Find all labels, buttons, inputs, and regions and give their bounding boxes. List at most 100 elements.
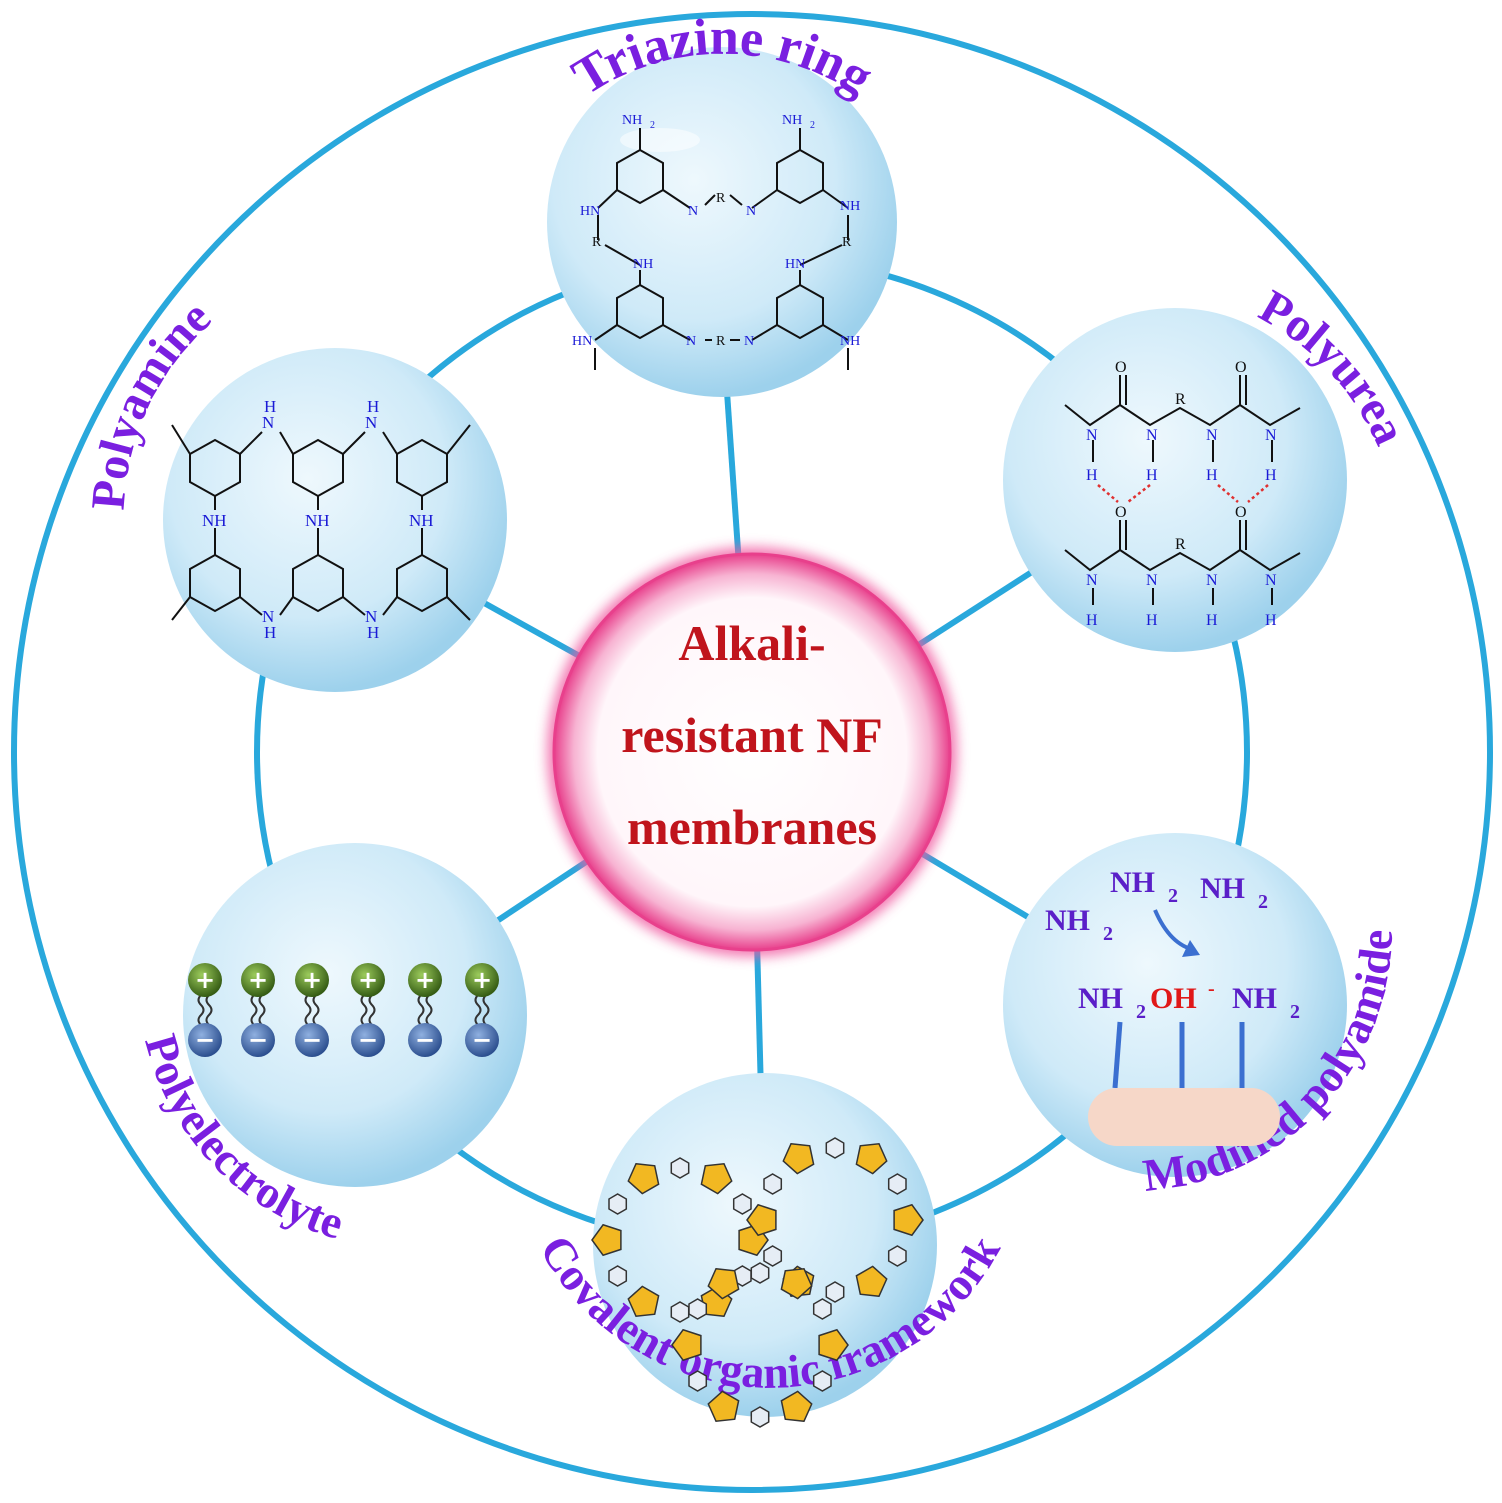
cof-linker [670,1157,690,1179]
triazine-r: R [592,235,602,250]
modified-polyamide-structure: NH 2 NH 2 NH 2 NH 2 NH 2 OH - [1045,866,1300,1146]
polyamine-h: H [367,397,379,416]
center-title-line1: Alkali- [678,615,825,671]
mod-nh2-bottom-left: NH [1078,982,1123,1015]
minus-sign: − [415,1026,435,1054]
polyamine-h: H [264,397,276,416]
cof-node [780,1390,813,1423]
bubble-polyurea [1003,308,1347,652]
cof-structure [591,1137,924,1428]
triazine-nh: NH [840,334,860,349]
polyamine-h: H [367,623,379,642]
mod-oh-charge: - [1208,978,1215,1000]
polyurea-structure: N N N N H H H H N N N N H H H H O O R O … [1064,359,1301,629]
cof-node [855,1265,888,1298]
triazine-hn: HN [572,334,592,349]
cof-linker [763,1173,783,1195]
cof-node [671,1328,702,1362]
mod-nh2-top: NH [1110,866,1155,899]
cof-linker [887,1245,907,1267]
cof-linker [750,1406,770,1428]
triazine-n: N [686,334,696,349]
plus-sign: + [358,966,378,994]
minus-sign: − [472,1026,492,1054]
plus-sign: + [248,966,268,994]
cof-linker [608,1265,628,1287]
sub: 2 [1168,885,1178,907]
anion-sphere [241,1023,275,1057]
cof-node [707,1390,740,1423]
polyurea-h: H [1265,612,1277,629]
polyurea-n: N [1265,427,1277,444]
cof-linker [688,1370,708,1392]
cof-linker [688,1298,708,1320]
anion-sphere [465,1023,499,1057]
polyurea-n: N [1086,572,1098,589]
ion-pair: +− [351,963,385,1057]
triazine-nh2-left: NH [622,113,642,128]
cof-node [893,1203,924,1237]
plus-sign: + [415,966,435,994]
cof-linker [670,1301,690,1323]
anion-sphere [351,1023,385,1057]
polyurea-h: H [1086,612,1098,629]
cof-linker [732,1193,752,1215]
polyurea-h: H [1086,467,1098,484]
sub: 2 [810,120,815,131]
cof-node [627,1162,660,1195]
mod-nh2-top-right: NH [1200,872,1245,905]
ion-pair: +− [408,963,442,1057]
cof-linker [887,1173,907,1195]
triazine-n: N [688,204,698,219]
triazine-hn: HN [785,257,805,272]
bubble-polyamine [163,348,507,692]
mod-nh2-left: NH [1045,904,1090,937]
polyurea-h: H [1146,612,1158,629]
triazine-nh2-right: NH [782,113,802,128]
triazine-hn: HN [580,204,600,219]
ion-pair: +− [465,963,499,1057]
sub: 2 [1136,1001,1146,1023]
polyurea-r: R [1175,536,1186,553]
cof-linker [812,1370,832,1392]
polyurea-h: H [1146,467,1158,484]
cof-node [855,1142,888,1175]
sub: 2 [650,120,655,131]
polyurea-o: O [1115,504,1127,521]
cation-sphere [465,963,499,997]
polyamine-n: N [262,413,274,432]
polyurea-h: H [1206,612,1218,629]
mod-oh: OH [1150,982,1197,1015]
cof-linker [750,1262,770,1284]
polyamine-nh: NH [202,511,227,530]
sub: 2 [1103,923,1113,945]
polyamine-nh: NH [305,511,330,530]
cof-node [780,1267,813,1300]
triazine-n: N [744,334,754,349]
cof-linker [763,1245,783,1267]
outer-ring [11,11,1493,1493]
cof-linker [812,1298,832,1320]
minus-sign: − [195,1026,215,1054]
minus-sign: − [302,1026,322,1054]
cation-sphere [188,963,222,997]
triazine-n: N [746,204,756,219]
minus-sign: − [248,1026,268,1054]
triazine-structure: NH 2 NH 2 HN NH N N NH HN HN NH N N R R … [572,113,860,370]
polyurea-r: R [1175,391,1186,408]
cof-node [746,1203,777,1237]
plus-sign: + [195,966,215,994]
polyurea-n: N [1206,572,1218,589]
sub: 2 [1290,1001,1300,1023]
triazine-nh: NH [840,199,860,214]
polyurea-o: O [1235,504,1247,521]
cation-sphere [295,963,329,997]
center-title-line2: resistant NF [621,707,883,763]
polyamine-h: H [264,623,276,642]
plus-sign: + [472,966,492,994]
cof-node [818,1328,849,1362]
polyurea-n: N [1265,572,1277,589]
polyelectrolyte-structure: +−+−+−+−+−+− [188,963,499,1057]
center-title-line3: membranes [627,799,877,855]
